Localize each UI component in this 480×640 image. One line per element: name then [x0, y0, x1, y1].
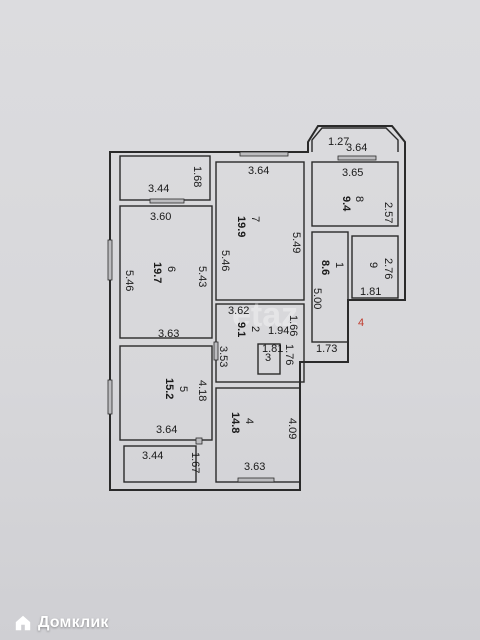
room-7-area: 19.9: [235, 216, 247, 237]
room-1-area: 8.6: [319, 260, 331, 275]
room-4-area: 14.8: [229, 412, 241, 433]
room-6-area: 19.7: [151, 262, 163, 283]
watermark-text: etaz: [232, 296, 298, 334]
dim-label: 3.44: [148, 183, 169, 195]
room-1-number: 1: [333, 262, 345, 268]
room-2-number: 2: [249, 326, 261, 332]
house-logo-icon: [15, 615, 31, 631]
dim-label: 5.43: [196, 266, 208, 287]
room-8-area: 9.4: [340, 196, 352, 212]
dim-label: 1.68: [191, 166, 203, 187]
room-3-number: 3: [265, 352, 271, 364]
dim-label: 1.67: [189, 452, 201, 473]
dim-label: 1.66: [287, 315, 299, 336]
dim-label: 3.63: [158, 328, 179, 340]
dim-label: 5.46: [219, 250, 231, 271]
dim-label: 2.76: [382, 258, 394, 279]
brand-name: Домклик: [38, 614, 109, 631]
brand-logo: Домклик: [14, 614, 109, 632]
dim-label: 2.57: [382, 202, 394, 223]
dim-label: 1.27: [328, 136, 349, 148]
dim-label: 5.49: [290, 232, 302, 253]
room-8-number: 8: [353, 196, 365, 202]
room-5-area: 15.2: [163, 378, 175, 399]
dim-label: 3.44: [142, 450, 163, 462]
dim-label: 1.76: [283, 344, 295, 365]
room-5-number: 5: [177, 386, 189, 392]
dim-label: 4.18: [196, 380, 208, 401]
room-7-number: 7: [249, 216, 261, 222]
red-marker-label: 4: [358, 317, 364, 329]
room-2-area: 9.1: [235, 322, 247, 337]
room-9-number: 9: [367, 262, 379, 268]
room-4-number: 4: [243, 418, 255, 424]
dim-label: 1.81: [360, 286, 381, 298]
dim-label: 4.09: [286, 418, 298, 439]
dim-label: 3.64: [156, 424, 177, 436]
room-6-number: 6: [165, 266, 177, 272]
dim-label: 1.73: [316, 343, 337, 355]
dim-label: 3.64: [346, 142, 367, 154]
dim-label: 5.00: [311, 288, 323, 309]
dim-label: 1.81: [262, 343, 283, 355]
dim-label: 3.53: [217, 346, 229, 367]
dim-label: 1.94: [268, 325, 289, 337]
dim-label: 3.64: [248, 165, 269, 177]
dim-label: 3.62: [228, 305, 249, 317]
dim-label: 3.65: [342, 167, 363, 179]
dim-label: 5.46: [123, 270, 135, 291]
dim-label: 3.63: [244, 461, 265, 473]
dim-label: 3.60: [150, 211, 171, 223]
